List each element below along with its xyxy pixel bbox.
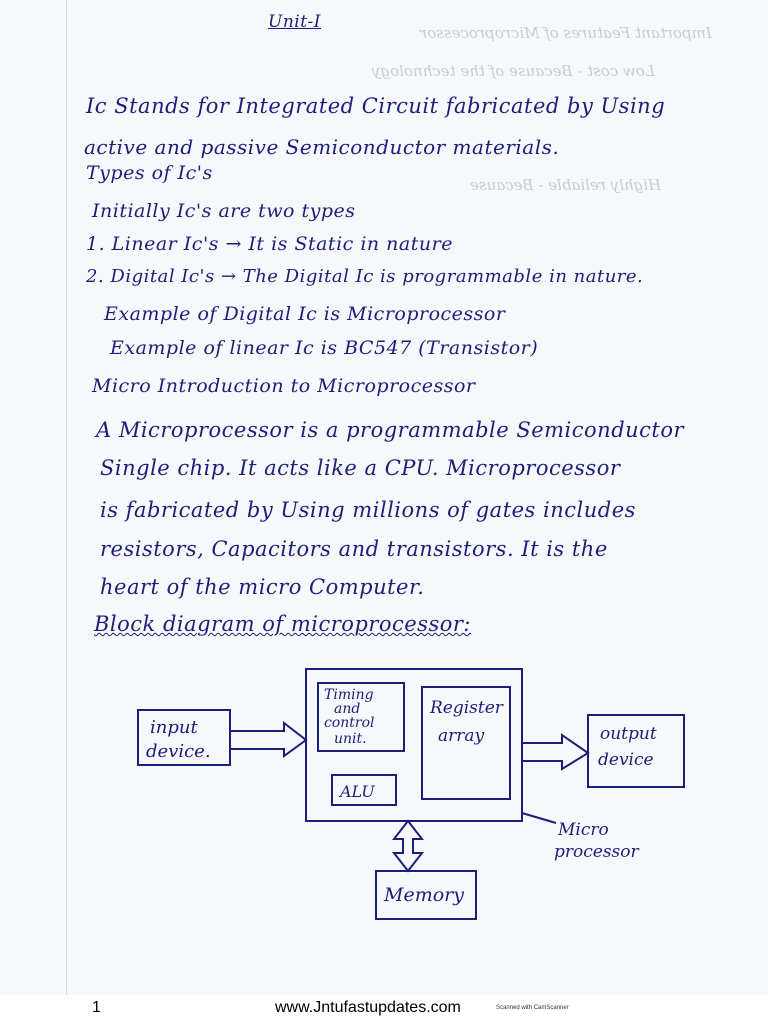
note-line-3: Types of Ic's [86, 162, 213, 184]
bleed-text-3: Highly reliable - Because [470, 176, 662, 194]
note-line-12: is fabricated by Using millions of gates… [100, 498, 636, 522]
input-label-1: input [150, 717, 198, 738]
output-device-box [587, 714, 685, 788]
notebook-page: Important Features of Microprocessor Low… [66, 0, 712, 995]
arrow-input-icon [229, 720, 308, 758]
pointer-line [521, 812, 557, 824]
output-label-1: output [600, 724, 657, 744]
note-line-11: Single chip. It acts like a CPU. Micropr… [100, 456, 621, 480]
memory-box [375, 870, 477, 920]
alu-label: ALU [338, 782, 375, 801]
micro-label-2: processor [554, 842, 640, 862]
website-link[interactable]: www.Jntufastupdates.com [275, 999, 461, 1016]
section-heading-block-diagram: Block diagram of microprocessor: [94, 612, 472, 636]
bleed-text-2: Low cost - Because of the technology [372, 62, 655, 80]
arrow-output-icon [521, 733, 590, 771]
scanner-watermark: Scanned with CamScanner [496, 1005, 569, 1011]
timing-label-2: and [334, 701, 360, 717]
note-line-2: active and passive Semiconductor materia… [84, 135, 560, 159]
timing-label-1: Timing [324, 687, 374, 703]
note-line-5: 1. Linear Ic's → It is Static in nature [86, 233, 453, 255]
note-line-6: 2. Digital Ic's → The Digital Ic is prog… [86, 266, 644, 287]
timing-control-box [317, 682, 405, 752]
output-label-2: device [598, 750, 654, 770]
margin-line [66, 0, 67, 995]
note-line-1: Ic Stands for Integrated Circuit fabrica… [86, 94, 666, 118]
bleed-text-1: Important Features of Microprocessor [420, 24, 712, 42]
note-line-7: Example of Digital Ic is Microprocessor [104, 303, 506, 325]
note-line-14: heart of the micro Computer. [100, 575, 425, 599]
register-label-2: array [438, 726, 485, 746]
note-line-4: Initially Ic's are two types [92, 200, 356, 222]
note-line-10: A Microprocessor is a programmable Semic… [96, 418, 685, 442]
bidirectional-arrow-icon [391, 819, 425, 873]
block-diagram: input device. Timing and control unit. R… [137, 668, 685, 920]
section-heading-intro: Micro Introduction to Microprocessor [92, 375, 476, 397]
page-footer: 1 www.Jntufastupdates.com Scanned with C… [0, 995, 768, 1024]
register-array-box [421, 686, 511, 800]
input-label-2: device. [146, 741, 211, 762]
page-number: 1 [92, 999, 101, 1016]
page-title: Unit-I [268, 12, 322, 32]
timing-label-3: control [324, 715, 375, 731]
register-label-1: Register [429, 698, 504, 718]
micro-label-1: Micro [557, 820, 609, 840]
alu-box [331, 774, 397, 806]
memory-label: Memory [383, 884, 464, 906]
timing-label-4: unit. [334, 731, 367, 747]
note-line-8: Example of linear Ic is BC547 (Transisto… [110, 337, 539, 359]
note-line-13: resistors, Capacitors and transistors. I… [100, 537, 608, 561]
